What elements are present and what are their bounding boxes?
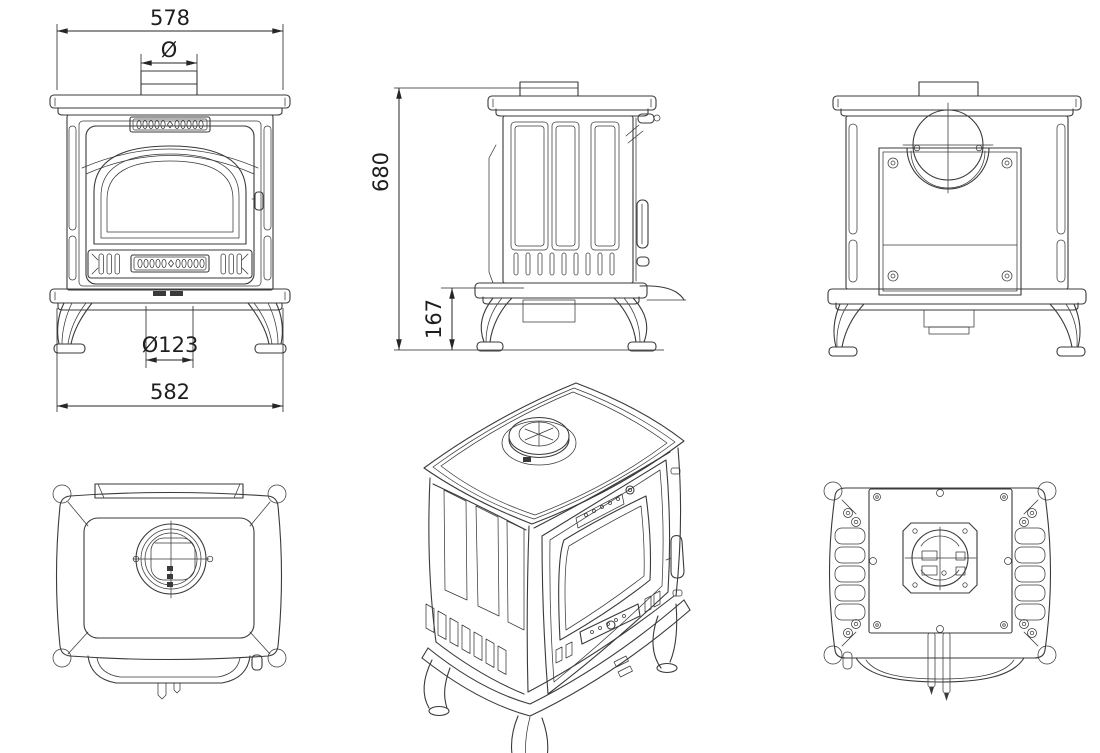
side-door-edge [625, 113, 661, 282]
iso-side-panels [425, 489, 525, 675]
back-view [827, 81, 1087, 357]
bottom-outline [823, 481, 1057, 665]
top-back-plate [94, 483, 244, 499]
dim-center-diameter: Ø123 [142, 306, 199, 368]
isometric-view [421, 382, 691, 753]
dim-top-width-label: 578 [150, 6, 190, 30]
side-flue-collar [519, 81, 579, 97]
top-door-handle [251, 654, 263, 671]
dim-overall-height-label: 680 [369, 152, 393, 192]
front-top-grille [129, 116, 211, 133]
iso-top-plate [423, 382, 685, 525]
front-top-plate [49, 94, 291, 116]
side-view: 680 167 [369, 81, 687, 352]
bottom-base-plate [868, 488, 1013, 634]
front-door [81, 125, 264, 285]
top-door-edge [87, 654, 263, 700]
dim-overall-height: 680 [369, 87, 664, 351]
front-bottom-grille [87, 249, 253, 279]
bottom-leg-mounts [843, 508, 1037, 638]
side-door-handle [636, 199, 649, 249]
dim-flue-diameter-label: Ø [161, 38, 178, 62]
side-heat-shield [488, 144, 497, 284]
back-flue-collar [918, 81, 979, 97]
iso-base [421, 599, 691, 717]
front-body [66, 114, 274, 291]
side-bottom-slats [513, 252, 615, 276]
iso-bottom-grille [555, 590, 661, 664]
iso-legs [423, 603, 678, 753]
bottom-flue-plate [902, 522, 978, 594]
side-ash-lip [639, 285, 685, 301]
iso-flue-collar [501, 416, 577, 466]
dim-flue-diameter: Ø [140, 38, 198, 82]
side-base [474, 282, 687, 323]
bottom-view [823, 481, 1057, 701]
top-view [52, 483, 287, 700]
side-top-plate [487, 95, 657, 117]
dim-bottom-width: 582 [56, 308, 284, 412]
back-base [827, 288, 1087, 335]
side-body [488, 113, 661, 284]
back-panel-bolts [887, 157, 1013, 282]
side-legs [476, 297, 657, 352]
back-legs [828, 303, 1086, 357]
dim-bottom-width-label: 582 [150, 380, 190, 404]
front-flue-collar [140, 70, 198, 96]
top-flue-opening [132, 520, 214, 599]
bottom-side-ribs [834, 527, 1046, 621]
back-panel [878, 147, 1022, 296]
front-view: 578 Ø [49, 6, 291, 412]
iso-door-handle [665, 535, 685, 579]
dim-center-diameter-label: Ø123 [142, 333, 199, 357]
front-legs [53, 302, 287, 354]
iso-top-grille [575, 485, 635, 529]
front-door-handle [254, 191, 264, 211]
iso-body [428, 447, 682, 695]
dim-base-height: 167 [422, 287, 524, 351]
iso-door [541, 459, 685, 695]
back-flue-outlet [902, 102, 994, 194]
top-outline [52, 484, 287, 668]
bottom-door-strip [842, 632, 1025, 701]
back-top-plate [832, 95, 1082, 117]
dim-top-width: 578 [56, 6, 284, 90]
dim-base-height-label: 167 [422, 299, 446, 339]
front-base [49, 288, 291, 311]
